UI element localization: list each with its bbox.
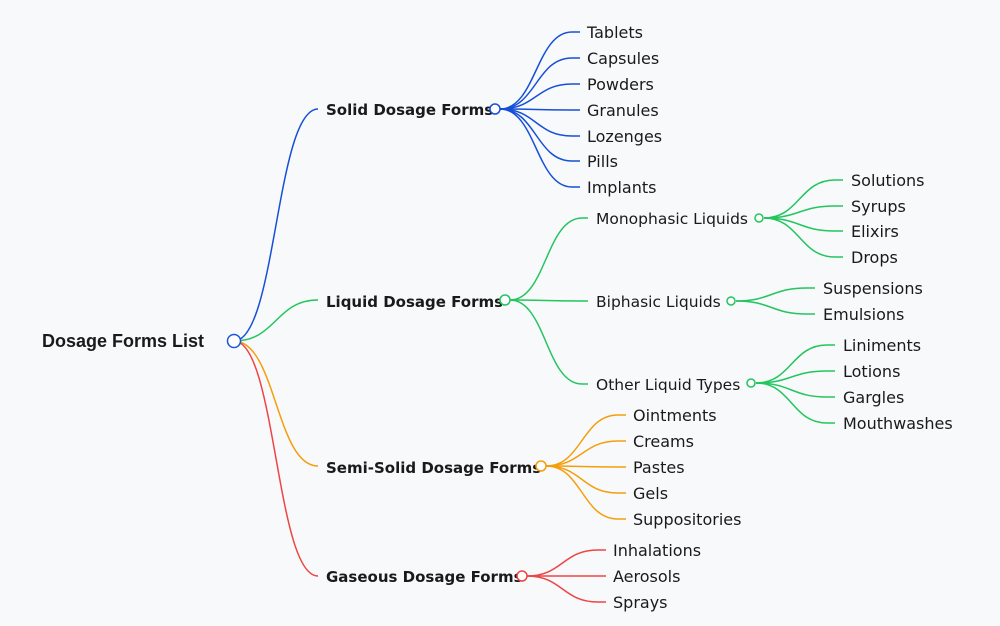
group-0-expand-node[interactable] xyxy=(754,213,764,223)
connector-root-liquid xyxy=(233,299,319,342)
branch-solid-label: Solid Dosage Forms xyxy=(326,101,493,119)
group-monophasic-label: Monophasic Liquids xyxy=(596,210,748,228)
leaf-capsules: Capsules xyxy=(587,49,659,68)
connector-liquid-leaf xyxy=(735,300,808,315)
branch-semisolid-expand-node[interactable] xyxy=(535,460,547,472)
connector-liquid-group xyxy=(509,299,583,302)
connector-liquid-leaf xyxy=(755,382,828,424)
root-label: Dosage Forms List xyxy=(42,331,204,351)
connector-semisolid-leaf xyxy=(545,465,619,520)
connector-root-semisolid xyxy=(233,340,319,467)
leaf-elixirs: Elixirs xyxy=(851,222,899,241)
leaf-tablets: Tablets xyxy=(586,23,643,42)
branch-solid-expand-node[interactable] xyxy=(489,103,501,115)
connector-solid-leaf xyxy=(499,31,573,110)
leaf-suspensions: Suspensions xyxy=(823,279,923,298)
leaf-lozenges: Lozenges xyxy=(587,127,662,146)
leaf-creams: Creams xyxy=(633,432,694,451)
branch-gaseous-label: Gaseous Dosage Forms xyxy=(326,568,523,586)
group-other-liquid-label: Other Liquid Types xyxy=(596,376,740,394)
leaf-implants: Implants xyxy=(587,178,656,197)
leaf-mouthwashes: Mouthwashes xyxy=(843,414,953,433)
connector-semisolid-leaf xyxy=(545,440,619,467)
connector-solid-leaf xyxy=(499,57,573,110)
group-2-expand-node[interactable] xyxy=(746,378,756,388)
connector-liquid-group xyxy=(509,299,583,385)
leaf-inhalations: Inhalations xyxy=(613,541,701,560)
group-biphasic-label: Biphasic Liquids xyxy=(596,293,721,311)
connector-liquid-leaf xyxy=(735,287,808,302)
connector-liquid-group xyxy=(509,217,583,301)
leaf-powders: Powders xyxy=(587,75,654,94)
connector-solid-leaf xyxy=(499,108,573,188)
branch-gaseous-expand-node[interactable] xyxy=(516,570,528,582)
leaf-gargles: Gargles xyxy=(843,388,904,407)
leaf-granules: Granules xyxy=(587,101,659,120)
connector-liquid-leaf xyxy=(763,179,836,219)
branch-semisolid-label: Semi-Solid Dosage Forms xyxy=(326,459,541,477)
leaf-sprays: Sprays xyxy=(613,593,668,612)
expand-nodes xyxy=(226,103,764,582)
connector-root-gaseous xyxy=(233,340,319,577)
leaf-liniments: Liniments xyxy=(843,336,921,355)
connector-semisolid-leaf xyxy=(545,465,619,494)
connector-gaseous-leaf xyxy=(526,575,599,603)
leaf-emulsions: Emulsions xyxy=(823,305,904,324)
connector-solid-leaf xyxy=(499,108,573,137)
leaf-syrups: Syrups xyxy=(851,197,906,216)
connector-lines xyxy=(233,31,843,603)
leaf-suppositories: Suppositories xyxy=(633,510,741,529)
leaf-lotions: Lotions xyxy=(843,362,900,381)
leaf-aerosols: Aerosols xyxy=(613,567,680,586)
leaf-pastes: Pastes xyxy=(633,458,685,477)
connector-liquid-leaf xyxy=(755,344,828,384)
connector-gaseous-leaf xyxy=(526,549,599,577)
connector-root-solid xyxy=(233,108,319,342)
connector-liquid-leaf xyxy=(763,217,836,258)
leaf-ointments: Ointments xyxy=(633,406,717,425)
leaf-gels: Gels xyxy=(633,484,668,503)
leaf-pills: Pills xyxy=(587,152,618,171)
leaf-drops: Drops xyxy=(851,248,898,267)
branch-liquid-expand-node[interactable] xyxy=(499,294,511,306)
connector-solid-leaf xyxy=(499,83,573,110)
branch-liquid-label: Liquid Dosage Forms xyxy=(326,293,503,311)
leaf-solutions: Solutions xyxy=(851,171,925,190)
group-1-expand-node[interactable] xyxy=(726,296,736,306)
root-expand-node[interactable] xyxy=(226,333,242,349)
connector-semisolid-leaf xyxy=(545,414,619,467)
